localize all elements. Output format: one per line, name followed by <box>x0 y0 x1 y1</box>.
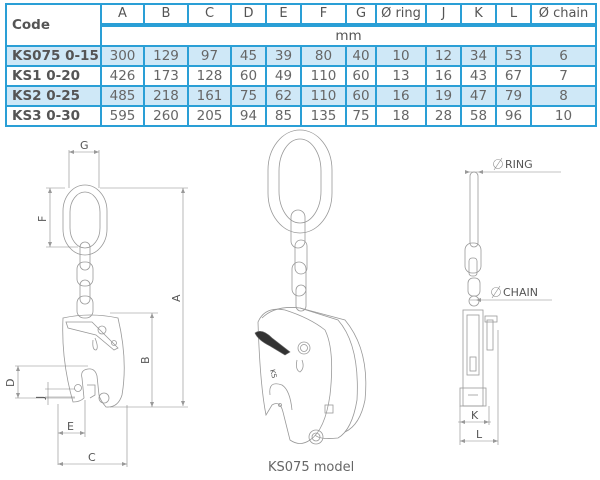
cell: 16 <box>375 85 427 107</box>
cell: 18 <box>375 105 427 127</box>
cell: 7 <box>530 65 597 87</box>
cell: 60 <box>345 65 377 87</box>
cell: 16 <box>425 65 462 87</box>
cell: 110 <box>300 65 347 87</box>
cell: 128 <box>187 65 232 87</box>
cell: 161 <box>187 85 232 107</box>
dim-label-k: K <box>471 409 479 422</box>
cell: 135 <box>300 105 347 127</box>
cell: 260 <box>143 105 189 127</box>
cell: 595 <box>100 105 145 127</box>
cell: 34 <box>460 45 497 67</box>
cell: 85 <box>265 105 302 127</box>
col-header: L <box>495 3 532 27</box>
row-code: KS3 0-30 <box>5 105 102 127</box>
cell: 205 <box>187 105 232 127</box>
dim-label-f: F <box>36 216 49 222</box>
col-header: A <box>100 3 145 27</box>
dim-label-chain: CHAIN <box>503 286 538 299</box>
col-header: G <box>345 3 377 27</box>
cell: 67 <box>495 65 532 87</box>
cell: 10 <box>375 45 427 67</box>
cell: 19 <box>425 85 462 107</box>
cell: 6 <box>530 45 597 67</box>
cell: 49 <box>265 65 302 87</box>
front-view-drawing: G F A B D J <box>4 139 188 467</box>
dimensions-table: Code A B C D E F G Ø ring J K L Ø chain … <box>5 3 597 127</box>
cell: 218 <box>143 85 189 107</box>
cell: 97 <box>187 45 232 67</box>
row-code: KS075 0-15 <box>5 45 102 67</box>
col-header: F <box>300 3 347 27</box>
code-header: Code <box>5 3 102 47</box>
svg-text:KS: KS <box>268 368 278 379</box>
unit-label: mm <box>100 24 597 47</box>
cell: 8 <box>530 85 597 107</box>
dim-label-c: C <box>88 451 96 464</box>
col-header: Ø chain <box>530 3 597 27</box>
table-row: KS2 0-25 485 218 161 75 62 110 60 16 19 … <box>5 85 597 107</box>
cell: 110 <box>300 85 347 107</box>
cell: 79 <box>495 85 532 107</box>
cell: 60 <box>345 85 377 107</box>
col-header: B <box>143 3 189 27</box>
col-header: E <box>265 3 302 27</box>
cell: 60 <box>230 65 267 87</box>
dim-label-j: J <box>34 396 47 400</box>
cell: 426 <box>100 65 145 87</box>
side-view-drawing: RING CHAIN K L <box>458 157 561 445</box>
cell: 129 <box>143 45 189 67</box>
cell: 47 <box>460 85 497 107</box>
cell: 43 <box>460 65 497 87</box>
col-header: C <box>187 3 232 27</box>
header-row: Code A B C D E F G Ø ring J K L Ø chain <box>5 3 597 47</box>
dim-label-g: G <box>80 139 89 152</box>
model-caption: KS075 model <box>268 460 354 475</box>
cell: 75 <box>345 105 377 127</box>
cell: 12 <box>425 45 462 67</box>
cell: 40 <box>345 45 377 67</box>
cell: 28 <box>425 105 462 127</box>
cell: 94 <box>230 105 267 127</box>
clamp-3d-illustration: KS <box>254 129 367 445</box>
table-row: KS3 0-30 595 260 205 94 85 135 75 18 28 … <box>5 105 597 127</box>
cell: 300 <box>100 45 145 67</box>
table-row: KS1 0-20 426 173 128 60 49 110 60 13 16 … <box>5 65 597 87</box>
dim-label-l: L <box>476 428 483 441</box>
row-code: KS1 0-20 <box>5 65 102 87</box>
cell: 485 <box>100 85 145 107</box>
cell: 13 <box>375 65 427 87</box>
row-code: KS2 0-25 <box>5 85 102 107</box>
cell: 45 <box>230 45 267 67</box>
unit-row: mm <box>6 24 597 47</box>
dim-label-ring: RING <box>505 158 533 171</box>
cell: 173 <box>143 65 189 87</box>
col-header: K <box>460 3 497 27</box>
dim-label-a: A <box>170 294 183 302</box>
cell: 75 <box>230 85 267 107</box>
col-header: J <box>425 3 462 27</box>
col-header: D <box>230 3 267 27</box>
dim-label-b: B <box>139 356 152 364</box>
cell: 39 <box>265 45 302 67</box>
table-row: KS075 0-15 300 129 97 45 39 80 40 10 12 … <box>5 45 597 67</box>
dim-label-d: D <box>4 379 17 387</box>
cell: 96 <box>495 105 532 127</box>
cell: 53 <box>495 45 532 67</box>
col-header: Ø ring <box>375 3 427 27</box>
dim-label-e: E <box>67 420 74 433</box>
cell: 10 <box>530 105 597 127</box>
cell: 58 <box>460 105 497 127</box>
cell: 80 <box>300 45 347 67</box>
cell: 62 <box>265 85 302 107</box>
